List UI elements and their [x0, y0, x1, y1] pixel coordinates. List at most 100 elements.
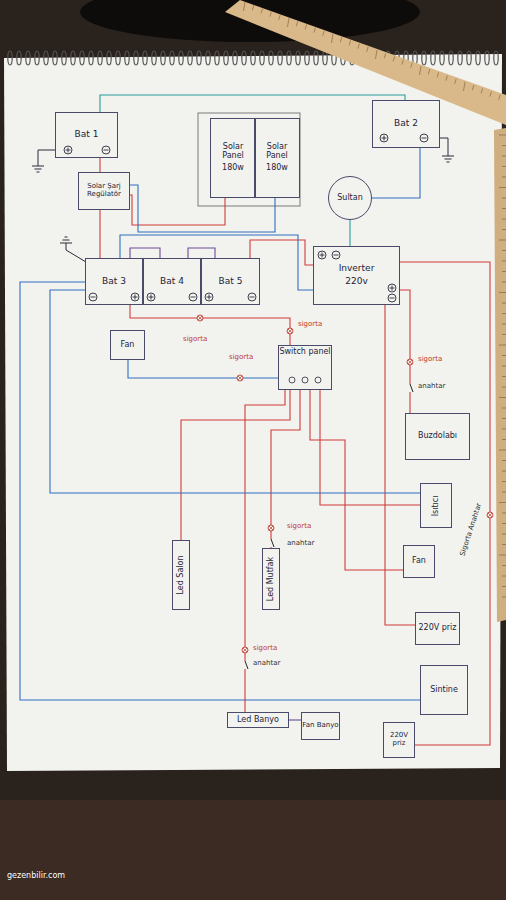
- terminal-symbol: [205, 293, 213, 301]
- ruler: [446, 76, 448, 81]
- terminal-symbol: [334, 255, 339, 256]
- ruler: [411, 63, 413, 68]
- ruler: [332, 34, 334, 43]
- fuse-symbol: [243, 648, 247, 652]
- ruler: [502, 565, 506, 566]
- spiral-binding: [449, 51, 453, 65]
- ground-symbol: [60, 237, 86, 262]
- ruler: [244, 2, 506, 597]
- ruler: [502, 460, 506, 461]
- fuse-symbol: [237, 375, 243, 381]
- node-title: Inverter: [339, 264, 375, 274]
- wire-connector: [245, 390, 285, 712]
- fuse-symbol: [288, 329, 292, 333]
- ruler: [502, 208, 506, 209]
- ruler: [499, 450, 506, 451]
- terminal-symbol: [318, 251, 326, 259]
- ruler: [502, 418, 506, 419]
- ruler: [402, 60, 404, 65]
- ruler: [502, 250, 506, 251]
- spiral-binding: [170, 51, 174, 65]
- wire-connector: [100, 95, 405, 112]
- spiral-binding: [26, 51, 30, 65]
- ruler: [502, 513, 506, 514]
- spiral-binding: [35, 51, 39, 65]
- ruler: [499, 555, 506, 556]
- fan-box: Fan: [403, 545, 435, 578]
- wire-connector: [130, 305, 290, 345]
- terminal-symbol: [66, 148, 71, 153]
- ruler: [502, 355, 506, 356]
- spiral-binding: [8, 51, 498, 65]
- fuse-symbol: [242, 647, 248, 653]
- terminal-symbol: [320, 253, 325, 258]
- ruler: [502, 534, 506, 535]
- ruler: [502, 219, 506, 220]
- ruler: [502, 324, 506, 325]
- switch-symbol: [269, 539, 274, 547]
- ground-symbol: [440, 138, 454, 162]
- terminal-symbol: [147, 293, 155, 301]
- node-title: 220V priz: [384, 732, 414, 747]
- wire-note: sigorta: [228, 354, 254, 362]
- wire-connector: [120, 235, 313, 290]
- node-title: Led Mutfak: [267, 557, 276, 601]
- spiral-binding: [287, 51, 291, 65]
- spiral-binding: [8, 51, 12, 65]
- wire-note: sigorta: [417, 356, 443, 364]
- ruler: [502, 282, 506, 283]
- node-title: Led Salon: [177, 555, 186, 594]
- spiral-binding: [224, 51, 228, 65]
- spiral-binding: [80, 51, 84, 65]
- spiral-binding: [125, 51, 129, 65]
- terminal-symbol: [64, 134, 428, 302]
- ruler: [502, 145, 506, 146]
- fuse-symbol: [268, 525, 274, 531]
- solar-frame: [198, 113, 300, 206]
- ruler: [279, 15, 281, 20]
- socket-box: 220V priz: [383, 722, 415, 758]
- fan-box: Fan Banyo: [301, 712, 340, 740]
- ruler: [502, 271, 506, 272]
- spiral-binding: [53, 51, 57, 65]
- heater-box: Isıtıcı: [420, 483, 452, 528]
- ruler: [502, 586, 506, 587]
- terminal-symbol: [91, 297, 96, 298]
- spiral-binding: [260, 51, 264, 65]
- terminal-symbol: [89, 293, 97, 301]
- spiral-binding: [305, 51, 309, 65]
- terminal-symbol: [104, 150, 109, 151]
- node-title: Bat 2: [394, 119, 418, 129]
- terminal-symbol: [388, 294, 396, 302]
- fan-box: Fan: [110, 330, 145, 360]
- ruler: [305, 24, 307, 29]
- ruler: [464, 82, 466, 91]
- wire-connector: [372, 148, 420, 198]
- ruler: [502, 198, 506, 199]
- spiral-binding: [134, 51, 138, 65]
- wire-connector: [289, 719, 301, 720]
- switch-panel: Switch panel: [278, 345, 332, 390]
- terminal-symbol: [332, 251, 340, 259]
- node-title: Bat 4: [160, 277, 184, 287]
- ruler: [502, 387, 506, 388]
- spiral-binding: [152, 51, 156, 65]
- spiral-binding: [116, 51, 120, 65]
- node-title: Isıtıcı: [432, 495, 441, 516]
- ruler: [499, 187, 506, 188]
- fuse-symbol: [242, 647, 248, 653]
- wire-connector: [99, 210, 100, 258]
- spiral-binding: [188, 51, 192, 65]
- isolator-circle: Sultan: [328, 176, 372, 220]
- ruler: [499, 397, 506, 398]
- node-title: Bat 3: [102, 277, 126, 287]
- fuse-symbol: [269, 526, 273, 530]
- battery-box: Bat 4: [143, 258, 201, 305]
- ruler: [252, 5, 254, 10]
- ruler: [314, 28, 316, 33]
- ruler: [340, 37, 342, 42]
- fuse-symbol: [287, 328, 293, 334]
- terminal-symbol: [189, 293, 197, 301]
- wire-connector: [130, 195, 225, 225]
